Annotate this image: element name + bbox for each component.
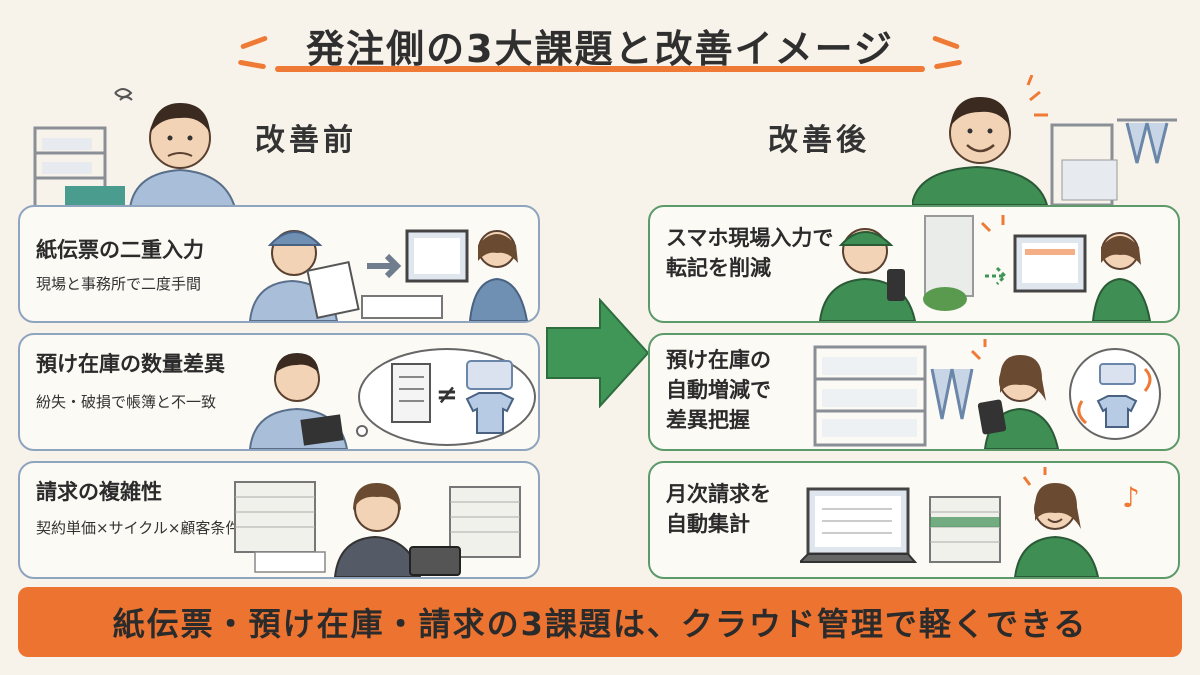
before-card-title: 預け在庫の数量差異	[36, 352, 225, 376]
auto-stock-illustration	[813, 339, 1161, 449]
after-card-line: 月次請求を	[666, 482, 771, 506]
auto-billing-illustration: ♪	[800, 467, 1140, 577]
mobile-input-illustration	[818, 215, 1152, 321]
music-note-symbol: ♪	[1122, 481, 1140, 514]
billing-paperwork-illustration	[234, 481, 521, 577]
worried-manager-illustration	[33, 88, 237, 208]
summary-banner: 紙伝票・預け在庫・請求の3課題は、クラウド管理で軽くできる	[18, 587, 1182, 657]
before-card-sub: 契約単価×サイクル×顧客条件	[36, 519, 241, 537]
before-card-sub: 紛失・破損で帳簿と不一致	[36, 393, 217, 411]
after-card-auto-stock: 預け在庫の 自動増減で 差異把握	[648, 333, 1180, 451]
before-label: 改善前	[255, 123, 357, 158]
after-card-line: スマホ現場入力で	[666, 226, 834, 250]
after-card-line: 自動集計	[666, 512, 750, 536]
before-card-paper-slip: 紙伝票の二重入力 現場と事務所で二度手間	[18, 205, 540, 323]
after-card-line: 差異把握	[666, 408, 750, 432]
stock-mismatch-illustration: ≠	[248, 348, 536, 449]
paper-slip-illustration	[248, 229, 529, 321]
not-equal-symbol: ≠	[436, 380, 458, 410]
after-card-mobile-input: スマホ現場入力で 転記を削減	[648, 205, 1180, 323]
page-title: 発注側の3大課題と改善イメージ	[306, 27, 894, 71]
before-card-title: 請求の複雑性	[36, 480, 162, 504]
before-card-sub: 現場と事務所で二度手間	[36, 275, 202, 293]
after-card-auto-billing: 月次請求を 自動集計 ♪	[648, 461, 1180, 579]
before-card-billing: 請求の複雑性 契約単価×サイクル×顧客条件	[18, 461, 540, 579]
after-card-line: 自動増減で	[666, 378, 771, 402]
after-label: 改善後	[768, 123, 870, 158]
transition-arrow	[546, 298, 650, 408]
after-card-line: 転記を削減	[666, 256, 771, 280]
after-card-line: 預け在庫の	[666, 348, 771, 372]
title-underline	[275, 66, 925, 72]
before-card-consignment-stock: 預け在庫の数量差異 紛失・破損で帳簿と不一致 ≠	[18, 333, 540, 451]
before-card-title: 紙伝票の二重入力	[36, 238, 204, 262]
happy-manager-illustration	[912, 75, 1177, 205]
